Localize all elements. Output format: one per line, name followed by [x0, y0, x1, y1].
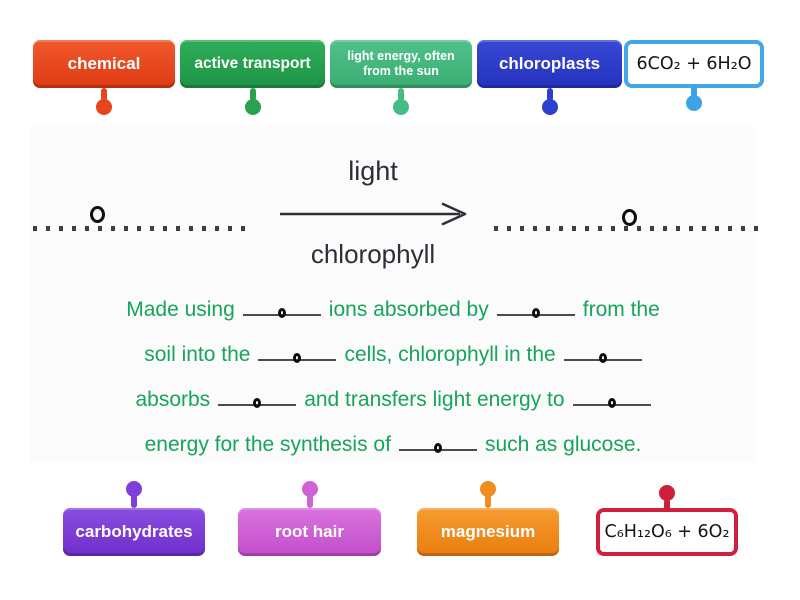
label-chip-chemical[interactable]: chemical	[33, 40, 175, 115]
pin-dot	[541, 99, 558, 115]
pin-stem	[691, 84, 697, 97]
equation-condition-chlorophyll: chlorophyll	[310, 239, 436, 269]
pin-stem	[664, 499, 670, 512]
diagram-panel	[30, 127, 756, 463]
chip-label: 6CO₂ + 6H₂O	[636, 54, 752, 74]
label-chip-light-energy[interactable]: light energy, often from the sun	[330, 40, 472, 115]
sentence-line: energy for the synthesis of such as gluc…	[30, 431, 756, 457]
chip-label: carbohydrates	[75, 522, 193, 541]
pin-connector	[244, 88, 261, 115]
label-chip-root-hair[interactable]: root hair	[238, 481, 381, 556]
pin-stem	[306, 495, 313, 508]
chip-label: C₆H₁₂O₆ + 6O₂	[604, 522, 730, 542]
pin-dot	[393, 99, 409, 115]
label-chip-co2-h2o[interactable]: 6CO₂ + 6H₂O	[624, 40, 764, 111]
sentence-text: such as glucose.	[484, 433, 642, 456]
pin-dot	[301, 481, 318, 497]
drop-ring-icon	[433, 443, 442, 453]
sentence-line: soil into the cells, chlorophyll in the	[30, 341, 756, 367]
pin-dot	[96, 99, 112, 115]
blank-drop-zone[interactable]	[563, 341, 642, 363]
chip-label: root hair	[275, 522, 344, 541]
pin-connector	[96, 88, 112, 115]
pin-connector	[659, 485, 675, 512]
pin-stem	[485, 495, 491, 508]
drop-ring-icon	[253, 398, 262, 408]
sentence-text: from the	[582, 298, 660, 321]
pin-dot	[480, 481, 496, 497]
pin-connector	[301, 481, 318, 508]
label-chip-glucose-o2[interactable]: C₆H₁₂O₆ + 6O₂	[596, 485, 738, 556]
drop-ring-icon	[598, 353, 607, 363]
drop-ring-icon	[293, 353, 302, 363]
sentence-text: soil into the	[144, 343, 251, 366]
blank-drop-zone[interactable]	[572, 386, 651, 408]
chip-label: chloroplasts	[498, 54, 601, 73]
reactants-dotted-line	[33, 226, 254, 231]
chip-label: light energy, often from the sun	[347, 49, 455, 78]
pin-dot	[659, 485, 675, 501]
sentence-text: Made using	[126, 298, 235, 321]
blank-drop-zone[interactable]	[258, 341, 337, 363]
chip-label: magnesium	[440, 522, 536, 541]
drop-zone-products[interactable]	[622, 209, 637, 226]
drop-ring-icon	[607, 398, 616, 408]
pin-connector	[126, 481, 142, 508]
sentence-text: ions absorbed by	[328, 298, 489, 321]
label-chip-active-transport[interactable]: active transport	[180, 40, 325, 115]
pin-connector	[541, 88, 558, 115]
chip-label: chemical	[67, 54, 141, 73]
sentence-line: absorbs and transfers light energy to	[30, 386, 756, 412]
pin-connector	[686, 84, 702, 111]
sentence-text: absorbs	[135, 388, 211, 411]
pin-connector	[480, 481, 496, 508]
pin-stem	[398, 88, 404, 101]
label-chip-carbohydrates[interactable]: carbohydrates	[63, 481, 205, 556]
blank-drop-zone[interactable]	[496, 296, 575, 318]
blank-drop-zone[interactable]	[242, 296, 321, 318]
label-chip-chloroplasts[interactable]: chloroplasts	[477, 40, 622, 115]
drop-ring-icon	[531, 308, 540, 318]
drop-ring-icon	[277, 308, 286, 318]
label-chip-magnesium[interactable]: magnesium	[417, 481, 559, 556]
reaction-arrow-icon	[280, 202, 467, 226]
sentence-text: energy for the synthesis of	[144, 433, 391, 456]
equation-condition-light: light	[348, 156, 398, 186]
pin-stem	[101, 88, 107, 101]
products-dotted-line	[494, 226, 766, 231]
sentence-text: and transfers light energy to	[304, 388, 565, 411]
pin-dot	[686, 95, 702, 111]
sentence-line: Made using ions absorbed by from the	[30, 296, 756, 322]
drop-zone-reactants[interactable]	[90, 206, 105, 223]
pin-stem	[546, 88, 553, 101]
pin-stem	[131, 495, 137, 508]
pin-stem	[249, 88, 256, 101]
pin-dot	[126, 481, 142, 497]
blank-drop-zone[interactable]	[218, 386, 297, 408]
pin-connector	[393, 88, 409, 115]
chip-label: active transport	[194, 55, 311, 73]
blank-drop-zone[interactable]	[398, 431, 477, 453]
pin-dot	[244, 99, 261, 115]
sentence-text: cells, chlorophyll in the	[344, 343, 556, 366]
